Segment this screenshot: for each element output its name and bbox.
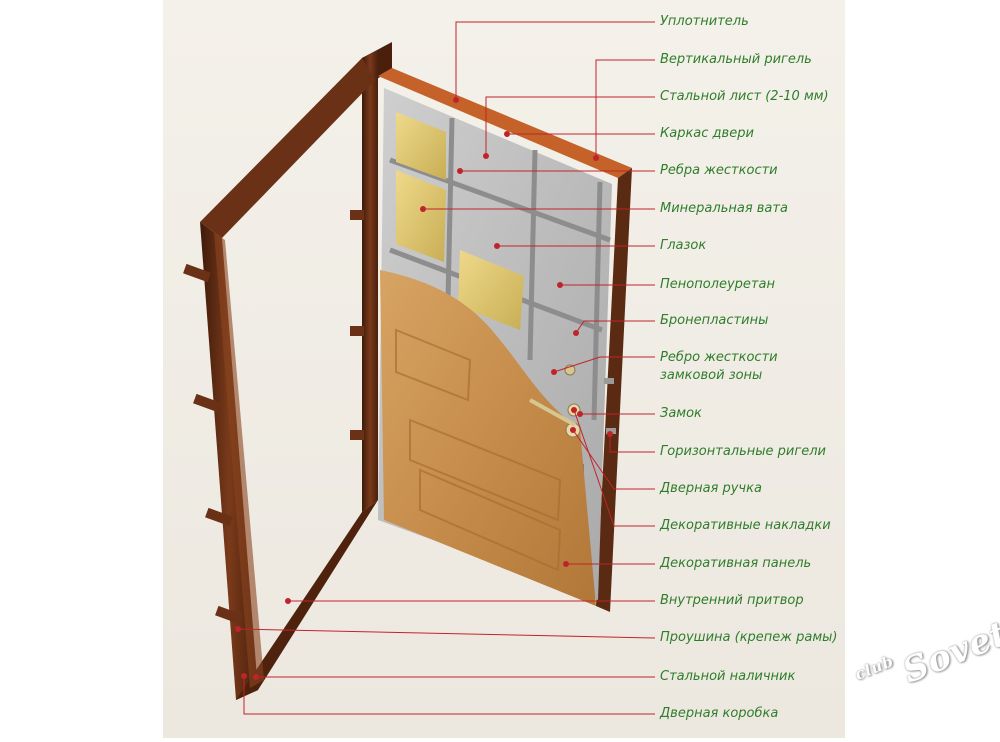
label-door-box: Дверная коробка [660,706,779,721]
label-decorative-escutcheons: Декоративные накладки [660,518,831,533]
label-door-frame-carcass: Каркас двери [660,126,754,141]
leader-line [595,59,655,158]
leader-line [243,676,655,715]
leader-line [572,429,655,490]
label-inner-rebate: Внутренний притвор [660,593,804,608]
leader-dots [235,97,613,680]
label-mounting-lug: Проушина (крепеж рамы) [660,630,838,645]
label-seal: Уплотнитель [660,14,749,29]
label-steel-sheet: Стальной лист (2-10 мм) [660,89,829,104]
leader-line [455,21,655,100]
leader-line [485,96,655,156]
leader-line [575,320,655,334]
label-horizontal-bolts: Горизонтальные ригели [660,444,826,459]
label-polyurethane-foam: Пенополеуретан [660,277,775,292]
label-lock-zone-rib-line2: замковой зоны [660,368,763,383]
label-armor-plates: Бронепластины [660,313,769,328]
leader-line [553,356,655,373]
door-leaf [378,68,632,612]
door-frame [183,42,392,700]
label-decorative-panel: Декоративная панель [660,556,812,571]
label-peephole: Глазок [660,238,707,253]
label-door-handle: Дверная ручка [660,481,762,496]
label-mineral-wool: Минеральная вата [660,201,788,216]
label-steel-casing: Стальной наличник [660,669,796,684]
label-lock-zone-rib-line1: Ребро жесткости [660,350,778,365]
label-stiffening-ribs: Ребра жесткости [660,163,778,178]
leader-lines [237,21,656,715]
leader-line [237,628,656,639]
leader-line [609,434,655,453]
leader-line [573,409,655,527]
label-lock: Замок [660,406,702,421]
label-vertical-bolt: Вертикальный ригель [660,52,812,67]
